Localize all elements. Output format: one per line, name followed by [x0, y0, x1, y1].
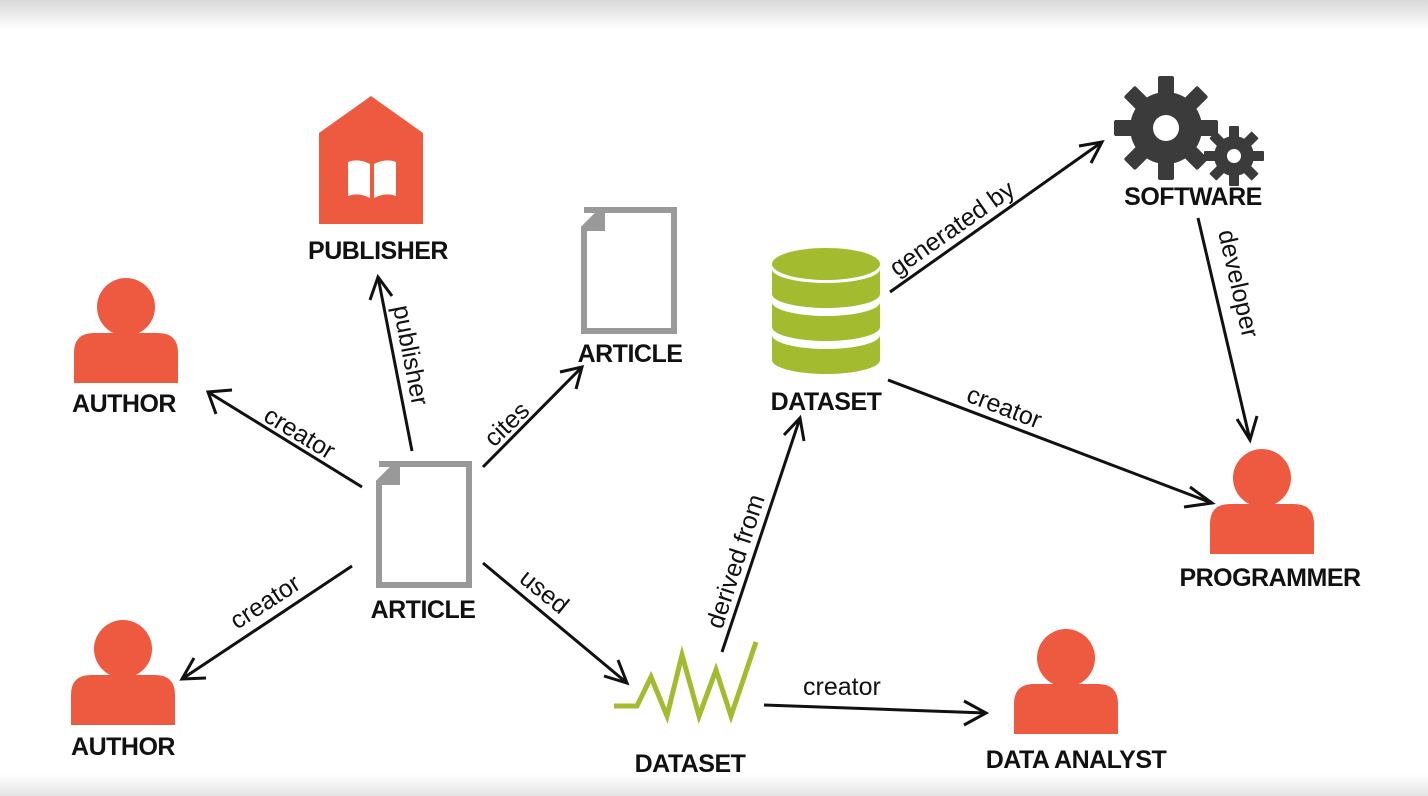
person-icon	[74, 278, 178, 383]
edge-cites	[481, 364, 585, 469]
person-icon	[1210, 449, 1314, 554]
node-dataset-db: DATASET	[771, 248, 882, 416]
node-data-analyst: DATA ANALYST	[986, 629, 1167, 774]
node-label-author-top: AUTHOR	[72, 390, 176, 418]
node-label-author-bottom: AUTHOR	[71, 733, 175, 761]
edge-generated-by	[889, 140, 1105, 294]
node-programmer: PROGRAMMER	[1179, 449, 1361, 592]
edge-derived-from	[720, 414, 806, 653]
waveform-icon	[614, 641, 759, 725]
node-label-article-cited: ARTICLE	[578, 340, 683, 368]
edge-label-generated-by: generated by	[884, 175, 1020, 282]
edge-creator-analyst	[763, 699, 990, 727]
edge-developer	[1196, 217, 1259, 444]
node-author-top: AUTHOR	[72, 278, 178, 418]
node-label-software: SOFTWARE	[1124, 183, 1262, 211]
node-article-center: ARTICLE	[371, 464, 476, 624]
node-dataset-wave: DATASET	[614, 641, 759, 778]
node-article-cited: ARTICLE	[578, 210, 683, 368]
node-label-article-center: ARTICLE	[371, 596, 476, 624]
edge-label-creator-analyst: creator	[803, 673, 881, 701]
node-label-publisher: PUBLISHER	[308, 237, 448, 265]
edge-label-creator-top: creator	[259, 401, 340, 465]
edge-used	[482, 561, 630, 686]
person-icon	[1014, 629, 1118, 734]
edge-label-creator-programmer: creator	[963, 380, 1046, 434]
document-icon	[584, 210, 674, 331]
edge-creator-author-bottom	[179, 564, 353, 681]
edge-publisher	[368, 273, 414, 452]
edge-creator-author-top	[205, 388, 363, 489]
node-author-bottom: AUTHOR	[71, 620, 176, 761]
node-software: SOFTWARE	[1114, 76, 1264, 211]
document-icon	[379, 464, 469, 585]
node-label-programmer: PROGRAMMER	[1179, 564, 1361, 592]
node-label-dataset-wave: DATASET	[635, 750, 746, 778]
person-icon	[71, 620, 175, 725]
gears-icon	[1114, 76, 1264, 186]
edge-label-used: used	[514, 564, 574, 620]
edge-creator-programmer	[887, 378, 1216, 509]
database-icon	[772, 248, 880, 374]
node-label-data-analyst: DATA ANALYST	[986, 746, 1167, 774]
node-publisher: PUBLISHER	[308, 96, 449, 265]
publisher-house-book-icon	[319, 96, 423, 224]
edge-label-developer: developer	[1212, 227, 1264, 340]
node-label-dataset-db: DATASET	[771, 388, 882, 416]
